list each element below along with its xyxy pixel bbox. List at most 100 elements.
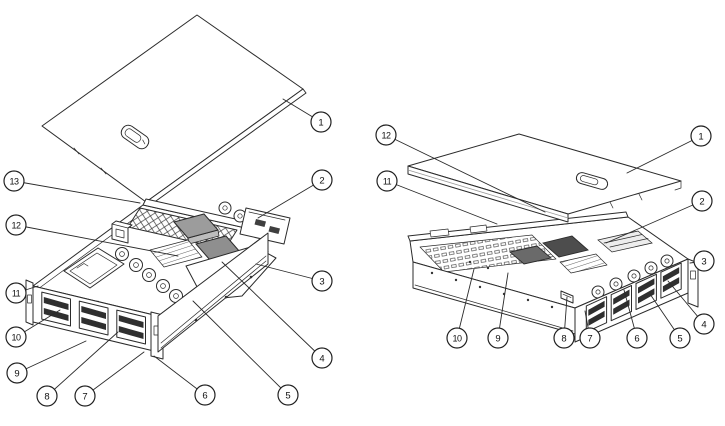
riser-frame [239,207,291,245]
callout-right-12: 12 [375,124,397,146]
handle-line [562,293,572,298]
fan-ring [644,261,658,275]
callout-number: 6 [634,333,639,344]
power-supply-bay [63,247,125,289]
drive-slot [638,278,655,294]
screw [454,278,458,282]
fan-hub [631,273,637,279]
fan [644,261,658,275]
fan-hub [146,272,152,278]
callout-number: 1 [318,117,323,128]
left-rack-ear [25,279,34,326]
callout-right-4: 4 [693,313,715,335]
callout-circle [74,385,96,407]
callout-number: 4 [319,353,324,364]
callout-number: 6 [202,390,207,401]
cover-tabs [73,147,107,175]
callout-circle [5,282,27,304]
callout-circle [693,313,715,335]
side-rail [160,255,267,349]
fan [142,268,156,282]
right-server-diagram: 1 2 3 4 5 6 7 8 9 10 11 12 [375,124,715,349]
right-access-panel [407,133,682,223]
callout-number: 5 [285,390,290,401]
callout-circle [3,170,25,192]
screw [224,295,228,299]
drive-slot [638,288,655,304]
callout-circle [487,327,509,349]
callout-number: 12 [11,220,21,230]
front-drive-bays [574,258,689,343]
callout-circle [311,347,333,369]
right-side-panel [157,232,269,353]
callout-circle [6,362,28,384]
leader-6 [153,355,206,396]
processor-heatsink-1 [173,213,220,245]
callout-left-2: 2 [311,169,333,191]
callout-circle [669,327,691,349]
drive-slot [43,308,69,321]
leader-7 [84,351,145,397]
callout-number: 7 [82,391,87,402]
drive-slot [81,317,106,330]
screw [550,305,554,309]
callout-circle [311,270,333,292]
cover-latch [575,172,609,190]
right-callouts: 1 2 3 4 5 6 7 8 9 10 11 12 [375,124,715,349]
fan-hub [613,281,619,287]
fan [660,254,674,268]
leader-12 [385,134,546,213]
fan-hub [237,213,243,219]
rear-module-2 [469,224,488,234]
callout-left-7: 7 [74,385,96,407]
fan-hub [133,262,139,268]
callout-number: 9 [495,333,500,344]
left-chassis [25,198,291,360]
front-drive-bays [32,285,159,353]
callout-circle [5,214,27,236]
screw [468,260,472,264]
processor-heatsink-2 [509,245,552,265]
callout-number: 7 [587,333,592,344]
fan-hub [664,258,670,264]
riser-line [248,211,286,221]
drive-slot [81,306,106,319]
left-callouts: 1 2 3 4 5 6 7 8 9 10 11 12 13 [3,111,333,407]
rear-fan-1 [218,201,232,215]
callout-number: 11 [383,176,392,186]
callout-number: 1 [698,131,703,142]
power-connector [111,220,133,244]
callout-left-12: 12 [5,214,27,236]
fan-ring [142,268,156,282]
callout-circle [553,327,575,349]
screw [194,318,198,322]
left-server-diagram: 1 2 3 4 5 6 7 8 9 10 11 12 13 [3,14,333,407]
callout-number: 5 [677,333,682,344]
latch-inner [124,128,142,143]
rear-module-1 [429,228,450,238]
callout-circle [446,327,468,349]
side-rail [414,284,574,332]
dimm-bank-stripes [150,240,202,267]
callout-circle [626,327,648,349]
leader-5 [192,300,289,396]
callout-left-13: 13 [3,170,25,192]
callout-number: 8 [561,333,566,344]
callout-circle [310,111,332,133]
callout-number: 12 [381,130,391,140]
callout-circle [693,250,715,272]
drive-slot [588,300,605,316]
leader-8 [46,331,119,397]
callout-number: 9 [14,368,19,379]
leader-4 [221,261,323,359]
fan-hub [222,205,228,211]
callout-number: 13 [9,176,19,186]
callout-number: 10 [452,333,462,343]
cover-top-face [41,14,304,203]
callout-right-2: 2 [691,190,713,212]
drive-slot [588,310,605,326]
callout-circle [36,385,58,407]
fan-hub [160,283,166,289]
heatsink-top [173,213,219,239]
